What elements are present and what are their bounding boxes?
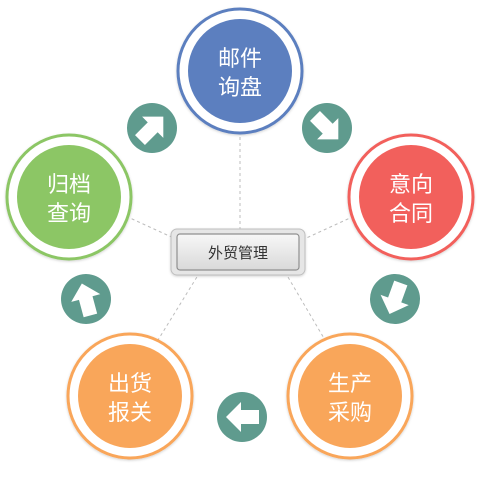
connector-production-purchase (284, 271, 326, 341)
node-intent-contract-fill (359, 145, 463, 249)
flow-arrow-icon (127, 103, 177, 153)
node-intent-contract: 意向 合同 (347, 133, 475, 261)
node-shipping-customs-line2: 报关 (108, 401, 152, 426)
node-archive-query-line2: 查询 (47, 202, 91, 227)
node-production-purchase-fill (298, 344, 402, 448)
center-label: 外贸管理 (208, 244, 268, 262)
node-production-purchase-line1: 生产 (328, 372, 372, 397)
node-archive-query-line1: 归档 (47, 173, 91, 198)
node-archive-query-fill (17, 145, 121, 249)
connector-intent-contract (301, 217, 351, 241)
node-archive-query: 归档 查询 (5, 133, 133, 261)
node-production-purchase: 生产 采购 (286, 332, 414, 460)
flow-arrow-icon (302, 103, 352, 153)
node-intent-contract-line1: 意向 (389, 173, 433, 198)
node-mail-inquiry-line2: 询盘 (218, 76, 262, 101)
node-shipping-customs-fill (78, 344, 182, 448)
node-mail-inquiry-fill (188, 19, 292, 123)
flow-arrow-icon (61, 274, 111, 324)
flow-arrow-icon (370, 274, 420, 324)
flow-arrows (61, 103, 420, 442)
center-box: 外贸管理 (170, 228, 306, 276)
connector-lines (129, 130, 351, 341)
connector-shipping-customs (157, 271, 201, 341)
flow-arrow-icon (217, 392, 267, 442)
node-mail-inquiry-line1: 邮件 (218, 47, 262, 72)
node-shipping-customs-line1: 出货 (108, 372, 152, 397)
node-intent-contract-line2: 合同 (389, 202, 433, 227)
node-mail-inquiry: 邮件 询盘 (176, 7, 304, 135)
node-shipping-customs: 出货 报关 (66, 332, 194, 460)
node-production-purchase-line2: 采购 (328, 401, 372, 426)
connector-archive-query (129, 217, 179, 241)
